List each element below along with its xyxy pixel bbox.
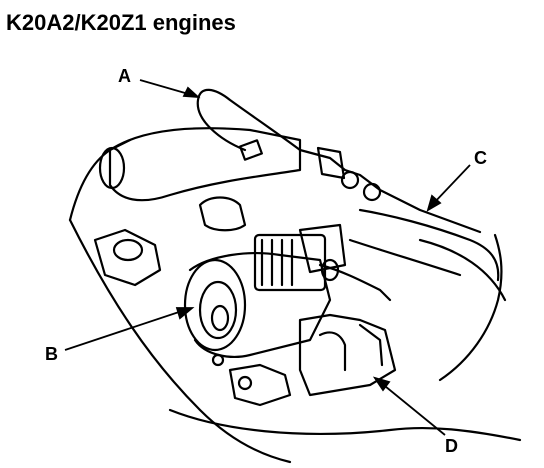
actuator-lines bbox=[260, 238, 294, 287]
left-boss-cap bbox=[112, 238, 144, 262]
pulley-hub bbox=[210, 304, 230, 332]
sensor-body bbox=[298, 148, 482, 234]
sensor-connector bbox=[239, 139, 263, 161]
intake-tube-end bbox=[98, 146, 126, 190]
intake-tube bbox=[108, 127, 302, 202]
exhaust-pipe-lower bbox=[348, 238, 462, 277]
bolt-lower bbox=[237, 375, 253, 391]
arrow-b bbox=[175, 307, 195, 320]
sensor-nut-2 bbox=[362, 182, 382, 202]
left-boss bbox=[93, 228, 162, 287]
rear-hose bbox=[418, 238, 507, 302]
callout-a: A bbox=[118, 66, 131, 86]
sensor-wire-a bbox=[196, 88, 302, 152]
bracket-d bbox=[298, 313, 397, 397]
pulley-mid bbox=[198, 280, 238, 340]
bolt-left bbox=[211, 353, 225, 367]
bracket-d-flange bbox=[358, 323, 384, 367]
pulley-outer bbox=[183, 258, 247, 352]
engine-body-bottom bbox=[168, 408, 522, 442]
hose-clamp bbox=[320, 258, 340, 282]
leader-c bbox=[431, 164, 471, 206]
sensor-hex bbox=[316, 146, 346, 180]
diagram-title: K20A2/K20Z1 engines bbox=[6, 10, 236, 35]
lower-component bbox=[228, 363, 292, 407]
leader-b bbox=[64, 309, 186, 351]
callout-c: C bbox=[474, 148, 487, 168]
upper-tube bbox=[198, 196, 247, 232]
callout-b: B bbox=[45, 344, 58, 364]
bracket-d-slot bbox=[318, 331, 347, 372]
engine-body-lower-left bbox=[68, 218, 292, 464]
callout-d: D bbox=[445, 436, 458, 456]
arrow-c bbox=[426, 194, 442, 212]
actuator-cap bbox=[298, 223, 347, 274]
leader-a bbox=[139, 79, 193, 96]
exhaust-pipe bbox=[358, 208, 500, 282]
sensor-nut-1 bbox=[340, 170, 360, 190]
hose bbox=[318, 263, 392, 302]
actuator-block bbox=[253, 233, 327, 292]
arrow-a bbox=[182, 86, 201, 99]
leader-d bbox=[379, 381, 446, 436]
arrow-d bbox=[372, 376, 391, 392]
engine-body-right-contour bbox=[438, 233, 503, 382]
